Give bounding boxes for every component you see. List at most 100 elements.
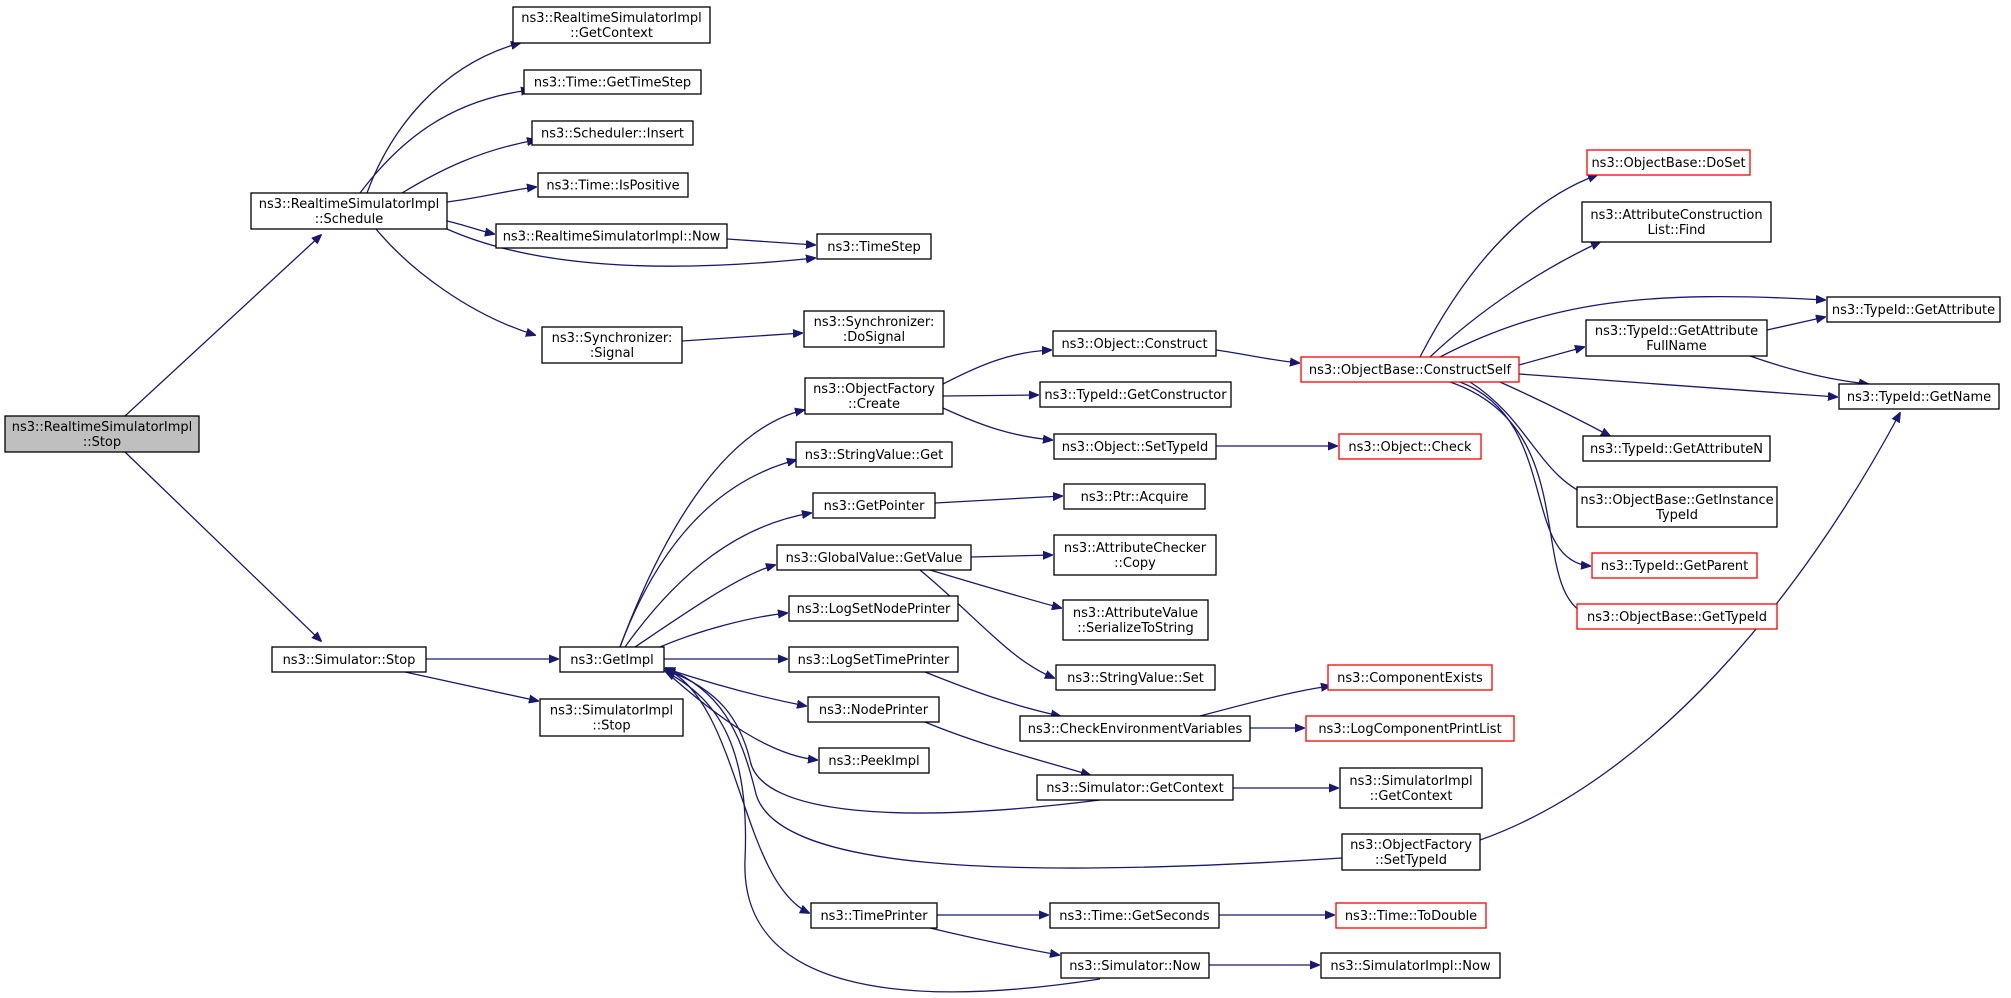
call-edge-ob_constructself-to-typeid_getattributen: [1499, 381, 1610, 436]
node-nodeprinter[interactable]: ns3::NodePrinter: [807, 696, 940, 723]
node-typeid-getattributen[interactable]: ns3::TypeId::GetAttributeN: [1582, 435, 1771, 462]
node-obj-construct[interactable]: ns3::Object::Construct: [1052, 330, 1217, 357]
node-obj-check[interactable]: ns3::Object::Check: [1338, 433, 1482, 460]
call-edge-typeid_getattributefullname-to-typeid_getattribute: [1766, 317, 1825, 331]
node-label: ns3::ObjectBase::GetInstance: [1580, 493, 1773, 508]
node-timeprinter[interactable]: ns3::TimePrinter: [810, 902, 938, 929]
node-label: ns3::ObjectBase::DoSet: [1591, 156, 1745, 171]
node-getimpl[interactable]: ns3::GetImpl: [559, 646, 665, 673]
call-edge-timeprinter-to-getimpl: [666, 672, 1101, 993]
node-ob-constructself[interactable]: ns3::ObjectBase::ConstructSelf: [1300, 356, 1520, 383]
call-edge-rsi_now-to-timestep: [726, 238, 815, 245]
node-label: ::Create: [848, 397, 900, 412]
node-gv-getvalue[interactable]: ns3::GlobalValue::GetValue: [776, 544, 972, 571]
node-box: [512, 6, 711, 44]
node-label: ::GetContext: [1370, 789, 1453, 804]
node-ptr-acquire[interactable]: ns3::Ptr::Acquire: [1063, 483, 1206, 510]
node-av-serialize[interactable]: ns3::AttributeValue::SerializeToString: [1062, 599, 1209, 641]
node-label: ns3::ObjectFactory: [1350, 838, 1472, 853]
call-edge-typeid_getattributefullname-to-typeid_getname: [1749, 355, 1868, 384]
node-box: [810, 902, 938, 929]
node-label: ::GetContext: [570, 26, 653, 41]
node-componentexists[interactable]: ns3::ComponentExists: [1327, 664, 1493, 691]
node-ac-copy[interactable]: ns3::AttributeChecker::Copy: [1053, 534, 1217, 576]
node-of-create[interactable]: ns3::ObjectFactory::Create: [804, 377, 944, 415]
node-label: ns3::RealtimeSimulatorImpl: [12, 420, 193, 435]
node-timestep[interactable]: ns3::TimeStep: [816, 233, 932, 260]
call-edge-of_settypeid-to-getimpl: [666, 668, 1343, 869]
node-label: ::Schedule: [315, 212, 384, 227]
call-edge-checkenv-to-componentexists: [1199, 686, 1330, 717]
call-edge-getimpl-to-peekimpl: [663, 669, 817, 760]
node-box: [1320, 952, 1501, 979]
node-label: ns3::Scheduler::Insert: [541, 127, 684, 142]
node-label: ns3::StringValue::Get: [805, 448, 943, 463]
node-label: ns3::GetImpl: [570, 653, 654, 668]
node-rsi-getcontext[interactable]: ns3::RealtimeSimulatorImpl::GetContext: [512, 6, 711, 44]
node-label: ns3::Synchronizer:: [814, 315, 935, 330]
call-edge-ob_constructself-to-ob_doset: [1419, 175, 1597, 358]
node-sim-now[interactable]: ns3::Simulator::Now: [1060, 952, 1210, 979]
node-time-ispositive[interactable]: ns3::Time::IsPositive: [537, 172, 689, 198]
node-typeid-getparent[interactable]: ns3::TypeId::GetParent: [1591, 552, 1758, 579]
call-edge-rsi_schedule-to-sched_insert: [401, 140, 536, 194]
call-edge-ob_constructself-to-typeid_getattributefullname: [1518, 347, 1584, 366]
node-label: ns3::Time::IsPositive: [546, 179, 679, 194]
node-time-todouble[interactable]: ns3::Time::ToDouble: [1335, 902, 1487, 929]
node-box: [788, 646, 959, 673]
node-rsi-schedule[interactable]: ns3::RealtimeSimulatorImpl::Schedule: [250, 192, 448, 230]
node-stringvalue-get[interactable]: ns3::StringValue::Get: [795, 441, 953, 468]
node-of-settypeid[interactable]: ns3::ObjectFactory::SetTypeId: [1341, 833, 1481, 871]
call-edge-ob_constructself-to-typeid_getname: [1518, 373, 1837, 397]
node-obj-settypeid[interactable]: ns3::Object::SetTypeId: [1053, 433, 1217, 460]
node-typeid-getattribute[interactable]: ns3::TypeId::GetAttribute: [1826, 296, 2001, 323]
node-time-gettimestep[interactable]: ns3::Time::GetTimeStep: [523, 69, 702, 95]
node-getpointer[interactable]: ns3::GetPointer: [812, 492, 936, 519]
node-label: ns3::TypeId::GetName: [1847, 390, 1991, 405]
node-label: ns3::TypeId::GetParent: [1601, 559, 1749, 574]
node-peekimpl[interactable]: ns3::PeekImpl: [818, 747, 930, 774]
node-box: [1576, 486, 1778, 528]
node-logcompprintlist[interactable]: ns3::LogComponentPrintList: [1305, 715, 1515, 742]
node-box: [1341, 833, 1481, 871]
call-edge-getpointer-to-ptr_acquire: [934, 496, 1062, 504]
node-sched-insert[interactable]: ns3::Scheduler::Insert: [531, 120, 694, 146]
node-checkenv[interactable]: ns3::CheckEnvironmentVariables: [1019, 715, 1251, 742]
call-edge-root-to-rsi_schedule: [124, 235, 321, 417]
call-edge-of_create-to-typeid_getconstructor: [942, 395, 1038, 396]
node-rsi-now[interactable]: ns3::RealtimeSimulatorImpl::Now: [495, 223, 728, 249]
node-box: [803, 310, 945, 348]
node-sync-dosignal[interactable]: ns3::Synchronizer::DoSignal: [803, 310, 945, 348]
node-box: [4, 415, 200, 453]
node-box: [1591, 552, 1758, 579]
call-edge-of_settypeid-to-typeid_getname: [1479, 413, 1900, 841]
node-label: ns3::Simulator::Stop: [283, 653, 416, 668]
node-box: [776, 544, 972, 571]
call-edge-sync_signal-to-sync_dosignal: [681, 333, 802, 342]
node-root[interactable]: ns3::RealtimeSimulatorImpl::Stop: [4, 415, 200, 453]
node-typeid-getconstructor[interactable]: ns3::TypeId::GetConstructor: [1039, 381, 1232, 408]
node-stringvalue-set[interactable]: ns3::StringValue::Set: [1055, 664, 1216, 691]
node-time-getseconds[interactable]: ns3::Time::GetSeconds: [1049, 902, 1220, 929]
node-ob-doset[interactable]: ns3::ObjectBase::DoSet: [1586, 149, 1751, 176]
node-box: [1053, 433, 1217, 460]
node-simimpl-getcontext[interactable]: ns3::SimulatorImpl::GetContext: [1339, 767, 1483, 809]
node-sim-getcontext[interactable]: ns3::Simulator::GetContext: [1036, 774, 1234, 801]
node-typeid-getname[interactable]: ns3::TypeId::GetName: [1838, 383, 2000, 410]
node-box: [1063, 483, 1206, 510]
node-ob-gettypeid[interactable]: ns3::ObjectBase::GetTypeId: [1576, 603, 1778, 630]
node-simimpl-stop[interactable]: ns3::SimulatorImpl::Stop: [539, 698, 684, 737]
node-logsetnodeprinter[interactable]: ns3::LogSetNodePrinter: [788, 595, 959, 622]
node-sim-stop[interactable]: ns3::Simulator::Stop: [271, 646, 427, 673]
node-box: [1581, 201, 1772, 243]
node-sync-signal[interactable]: ns3::Synchronizer::Signal: [541, 326, 683, 364]
node-label: ns3::NodePrinter: [819, 703, 929, 718]
node-box: [1585, 319, 1768, 357]
node-simimpl-now[interactable]: ns3::SimulatorImpl::Now: [1320, 952, 1501, 979]
node-logsettimeprinter[interactable]: ns3::LogSetTimePrinter: [788, 646, 959, 673]
call-edges: [124, 43, 1900, 993]
